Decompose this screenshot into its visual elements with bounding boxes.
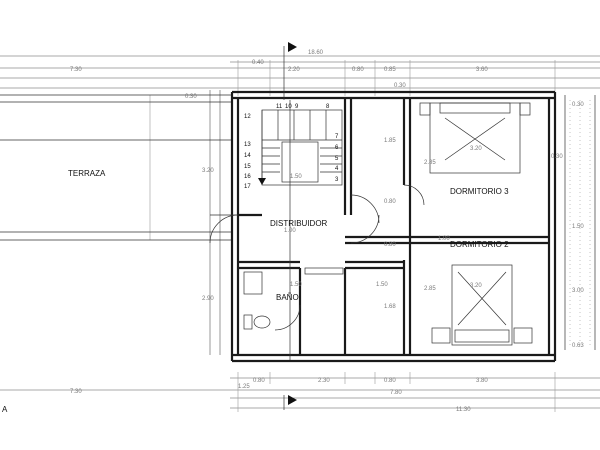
dim-label: 7.80 [390,390,402,396]
dim-label: 2.90 [202,296,214,302]
stair-step: 13 [244,142,251,148]
dim-label: 0.80 [253,378,265,384]
dim-label: 18.60 [308,50,324,56]
dim-label: 1.85 [384,138,396,144]
stair-step: 12 [244,114,251,120]
stair-step: 5 [335,156,339,162]
corner-label: A [2,405,8,414]
stair-step: 15 [244,164,251,170]
dim-label: 3.60 [476,67,488,73]
stair-step: 14 [244,153,251,159]
dim-label: 0.30 [185,94,197,100]
dim-label: 3.20 [202,168,214,174]
dim-label: 1.50 [290,174,302,180]
bed-dormitorio-2 [431,264,533,346]
dim-label: 1.00 [438,236,450,242]
stair-arrow-icon [258,178,266,185]
dim-label: 2.85 [424,160,436,166]
stair-step: 9 [295,104,299,110]
dim-label: 0.80 [384,242,396,248]
dim-label: 0.80 [384,378,396,384]
dim-label: 1.25 [238,384,250,390]
dim-label: 2.20 [288,67,300,73]
stair-step: 17 [244,184,251,190]
dim-label: 11.30 [456,407,471,413]
section-arrow-bottom-icon [288,395,297,405]
doors [209,184,425,331]
dim-label: 0.80 [384,199,396,205]
stair-step: 7 [335,134,339,140]
dim-label: 0.30 [572,102,584,108]
stair-step: 10 [285,104,292,110]
terrace-area [0,94,232,241]
stair-step: 3 [335,177,339,183]
dim-label: 1.00 [284,228,296,234]
dim-label: 0.63 [572,343,584,349]
dim-label: 3.80 [476,378,488,384]
dim-label: 3.20 [470,283,482,289]
right-hatch [564,95,596,350]
stair-step: 8 [326,104,330,110]
dim-label: 1.50 [572,224,584,230]
section-arrow-top-icon [288,42,297,52]
dim-label: 2.30 [318,378,330,384]
stair-step: 4 [335,166,339,172]
dim-label: 2.85 [424,286,436,292]
section-markers [283,42,297,410]
exterior-walls [230,90,557,363]
room-label-dormitorio-2: DORMITORIO 2 [450,240,509,249]
bed-dormitorio-3 [419,102,531,174]
dim-label: 7.30 [70,67,82,73]
bottom-dimension-lines [0,372,600,412]
dimension-labels: 18.60 0.40 7.30 2.20 0.80 0.85 3.60 0.30… [70,50,584,413]
dim-label: 1.50 [376,282,388,288]
dim-label: 3.20 [470,146,482,152]
staircase [258,100,343,360]
left-dimension-lines [149,90,221,355]
dim-label: 1.50 [290,282,302,288]
dim-label: 0.40 [252,60,264,66]
dim-label: 0.30 [551,154,563,160]
stair-numbers: 11 10 9 8 12 13 14 15 16 17 7 6 5 4 3 [244,104,339,190]
dim-label: 7.30 [70,389,82,395]
top-dimension-lines [0,55,600,96]
dim-label: 0.80 [352,67,364,73]
dim-label: 1.68 [384,304,396,310]
room-label-distribuidor: DISTRIBUIDOR [270,219,328,228]
bathroom-fixtures [243,267,344,330]
dim-label: 3.00 [572,288,584,294]
dim-label: 0.85 [384,67,396,73]
dim-label: 0.30 [394,83,406,89]
room-label-bano: BAÑO [276,293,299,302]
room-label-terraza: TERRAZA [68,169,106,178]
stair-step: 11 [276,104,283,110]
room-label-dormitorio-3: DORMITORIO 3 [450,187,509,196]
stair-step: 16 [244,174,251,180]
stair-step: 6 [335,145,339,151]
